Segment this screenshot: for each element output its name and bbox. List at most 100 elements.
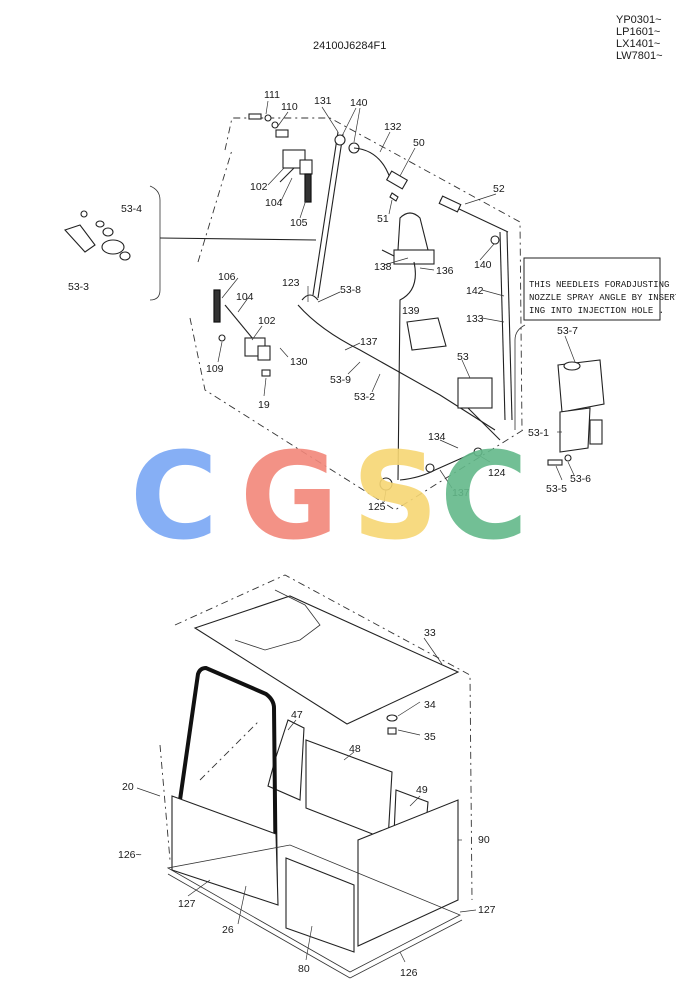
detail-bracket — [149, 185, 161, 301]
part-callout: 80 — [298, 963, 310, 975]
part-callout: 53-3 — [68, 281, 89, 293]
part-callout: 53-2 — [354, 391, 375, 403]
rear-panel — [305, 739, 393, 841]
watermark-letter: C — [440, 428, 528, 567]
part-callout: 104 — [265, 197, 283, 209]
serial-range: YP0301~ — [616, 14, 662, 26]
part-callout: 132 — [384, 121, 402, 133]
frame-outline — [224, 117, 523, 431]
washer-tank-lamp — [381, 212, 435, 265]
part-callout: 136 — [436, 265, 454, 277]
part-callout: 53-1 — [528, 427, 549, 439]
part-callout: 49 — [416, 784, 428, 796]
part-callout: 51 — [377, 213, 389, 225]
part-callout: 110 — [281, 101, 298, 113]
part-callout: 102 — [258, 315, 276, 327]
part-callout: 126 — [400, 967, 418, 979]
frame-outline — [189, 317, 524, 511]
watermark-letter: C — [130, 428, 218, 567]
floor-panel — [285, 857, 355, 953]
wiper-motor-lower — [213, 289, 271, 377]
part-callout: 127 — [178, 898, 196, 910]
part-callout: 53 — [457, 351, 469, 363]
part-callout: 104 — [236, 291, 254, 303]
part-callout: 47 — [291, 709, 303, 721]
serial-range: LX1401~ — [616, 38, 660, 50]
part-callout: 123 — [282, 277, 300, 289]
part-callout: 53-6 — [570, 473, 591, 485]
part-callout: 102 — [250, 181, 268, 193]
part-callout: 124 — [488, 467, 506, 479]
part-callout: 26 — [222, 924, 234, 936]
part-callout: 137 — [360, 336, 378, 348]
frame-outline — [197, 149, 233, 263]
part-callout: 133 — [466, 313, 484, 325]
watermark-logo: C G S C — [130, 428, 528, 567]
cab-panel-drawing — [159, 574, 473, 979]
wiper-arm — [317, 133, 344, 299]
leader-lines-upper — [217, 100, 576, 503]
adjustment-note: THIS NEEDLEIS FORADJUSTING NOZZLE SPRAY … — [523, 257, 676, 321]
washer-pump — [457, 377, 493, 409]
wiring-harness — [297, 304, 496, 431]
part-callout: 53-4 — [121, 203, 142, 215]
part-callout: 142 — [466, 285, 484, 297]
part-callout: 53-7 — [557, 325, 578, 337]
part-callout: 20 — [122, 781, 134, 793]
part-callout: 140 — [350, 97, 368, 109]
note-line: NOZZLE SPRAY ANGLE BY INSERT- — [529, 293, 676, 303]
washer-nozzle — [385, 170, 409, 190]
right-panel-90 — [357, 799, 459, 947]
callouts-upper: 111 110 131 140 132 50 102 104 105 51 52… — [68, 89, 591, 513]
callouts-lower: 33 34 35 47 48 49 20 90 126~ 127 26 80 1… — [118, 627, 496, 979]
part-callout: 134 — [428, 431, 446, 443]
part-callout: 137 — [452, 487, 470, 499]
part-callout: 33 — [424, 627, 436, 639]
side-glass-47 — [267, 719, 305, 801]
washer-bottle — [557, 359, 605, 413]
door-frame — [178, 665, 278, 901]
serial-range: LP1601~ — [616, 26, 660, 38]
cab-outline — [174, 574, 473, 901]
part-callout: 130 — [290, 356, 308, 368]
part-callout: 53-5 — [546, 483, 567, 495]
part-callout: 19 — [258, 399, 270, 411]
note-line: THIS NEEDLEIS FORADJUSTING — [529, 280, 669, 290]
nozzle-cap-detail — [64, 210, 131, 261]
part-callout: 50 — [413, 137, 425, 149]
watermark-letter: S — [352, 428, 438, 567]
serial-range: LW7801~ — [616, 50, 663, 62]
detail-leader — [159, 237, 317, 241]
watermark-letter: G — [240, 428, 339, 567]
part-callout: 139 — [402, 305, 420, 317]
part-callout: 105 — [290, 217, 308, 229]
part-callout: 52 — [493, 183, 505, 195]
bolt-set-111-110 — [248, 113, 289, 138]
serial-range-list: YP0301~ LP1601~ LX1401~ LW7801~ — [616, 14, 663, 62]
roof-panel — [193, 595, 460, 725]
part-callout: 90 — [478, 834, 490, 846]
wiper-assembly-drawing — [64, 113, 605, 511]
leader-lines-lower — [136, 637, 477, 963]
note-box — [523, 257, 661, 321]
floor-mat — [166, 844, 461, 973]
part-callout: 53-9 — [330, 374, 351, 386]
part-callout: 34 — [424, 699, 436, 711]
part-callout: 126~ — [118, 849, 142, 861]
wiper-motor-upper — [279, 149, 313, 203]
detail-bracket — [514, 324, 526, 430]
diagram-code: 24100J6284F1 — [313, 40, 386, 52]
cab-outline — [199, 719, 261, 781]
part-callout: 131 — [314, 95, 332, 107]
part-callout: 125 — [368, 501, 386, 513]
wiper-arm — [312, 131, 339, 296]
front-panel — [171, 795, 279, 906]
part-callout: 53-8 — [340, 284, 361, 296]
part-callout: 140 — [474, 259, 492, 271]
part-callout: 127 — [478, 904, 496, 916]
part-callout: 106 — [218, 271, 236, 283]
cab-outline — [159, 744, 171, 861]
part-callout: 111 — [264, 89, 280, 101]
part-callout: 109 — [206, 363, 224, 375]
